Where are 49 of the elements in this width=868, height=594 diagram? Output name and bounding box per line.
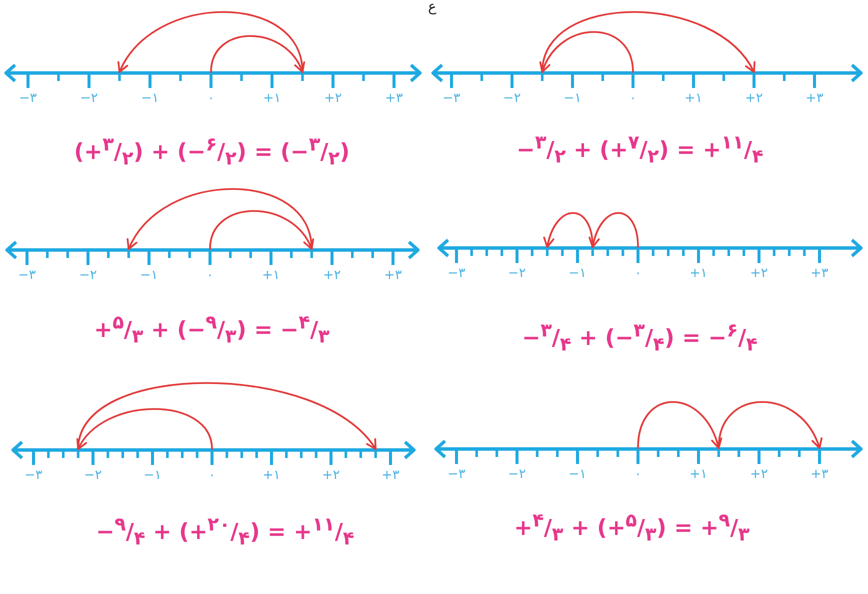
heading-letter: ع bbox=[428, 0, 436, 16]
tick-label: +۳ bbox=[810, 267, 828, 282]
tick-label: −۱ bbox=[564, 92, 582, 106]
equation: −$^{۹}$/$_{۴}$ + (+$^{۲۰}$/$_{۴}$) = +$^{۱۱}$/$_{۴}$ bbox=[96, 514, 354, 550]
tick-label: −۲ bbox=[503, 92, 521, 106]
tick-label: −۳ bbox=[448, 468, 466, 482]
tick-label: ۰ bbox=[634, 468, 642, 482]
tick-label: +۳ bbox=[384, 269, 402, 284]
tick-label: ۰ bbox=[634, 267, 642, 282]
tick-label: +۱ bbox=[690, 267, 708, 282]
tick-label: +۲ bbox=[322, 469, 340, 484]
tick-label: −۳ bbox=[24, 469, 42, 484]
tick-label: −۳ bbox=[18, 269, 36, 284]
tick-label: +۱ bbox=[262, 269, 280, 284]
tick-label: ۰ bbox=[208, 92, 214, 106]
tick-label: +۱ bbox=[690, 468, 708, 482]
tick-label: +۱ bbox=[684, 92, 702, 106]
tick-label: −۳ bbox=[19, 92, 37, 106]
tick-label: −۲ bbox=[508, 267, 526, 282]
tick-label: +۲ bbox=[750, 468, 768, 482]
tick-label: −۱ bbox=[140, 269, 158, 284]
tick-label: +۲ bbox=[750, 267, 768, 282]
tick-label: +۳ bbox=[806, 92, 824, 106]
tick-label: ۰ bbox=[208, 469, 216, 484]
tick-label: +۲ bbox=[323, 269, 341, 284]
equation: (+$^{۳}$/$_{۲}$) + (−$^{۶}$/$_{۲}$) = (−$^{۳}$/$_{۲}$) bbox=[74, 134, 350, 170]
tick-label: +۳ bbox=[385, 92, 403, 106]
equation: −$^{۳}$/$_{۴}$ + (−$^{۳}$/$_{۴}$) = −$^{۶}$/$_{۴}$ bbox=[522, 320, 758, 356]
tick-label: ۰ bbox=[206, 269, 214, 284]
tick-label: −۱ bbox=[568, 267, 586, 282]
tick-label: +۲ bbox=[324, 92, 342, 106]
tick-label: +۳ bbox=[810, 468, 828, 482]
tick-label: −۲ bbox=[80, 92, 98, 106]
tick-label: +۲ bbox=[745, 92, 763, 106]
tick-label: −۳ bbox=[448, 267, 466, 282]
tick-label: +۱ bbox=[263, 92, 281, 106]
tick-label: −۳ bbox=[442, 92, 460, 106]
tick-label: −۱ bbox=[144, 469, 162, 484]
equation: +$^{۵}$/$_{۳}$ + (−$^{۹}$/$_{۳}$) = −$^{۴}$/$_{۳}$ bbox=[94, 312, 330, 348]
tick-label: −۲ bbox=[508, 468, 526, 482]
tick-label: −۱ bbox=[141, 92, 159, 106]
equation: +$^{۴}$/$_{۳}$ + (+$^{۵}$/$_{۳}$) = +$^{۹}$/$_{۳}$ bbox=[514, 510, 750, 546]
tick-label: ۰ bbox=[630, 92, 636, 106]
tick-label: −۱ bbox=[568, 468, 586, 482]
tick-label: +۱ bbox=[262, 469, 280, 484]
tick-label: +۳ bbox=[382, 469, 400, 484]
tick-label: −۲ bbox=[79, 269, 97, 284]
tick-label: −۲ bbox=[84, 469, 102, 484]
equation: −$^{۳}$/$_{۲}$ + (+$^{۷}$/$_{۲}$) = +$^{۱۱}$/$_{۴}$ bbox=[516, 132, 764, 168]
